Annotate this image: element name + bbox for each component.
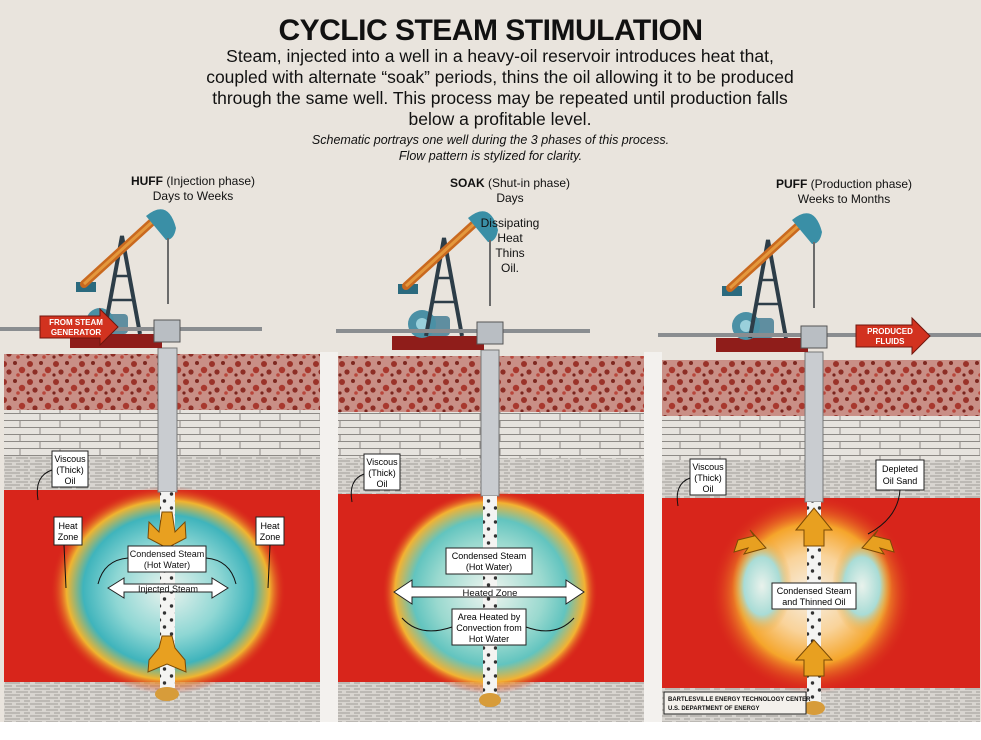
flow-arrow-up-bottom (794, 639, 834, 677)
viscous-leader (676, 477, 691, 507)
outlet-label-line2: FLUIDS (876, 337, 906, 346)
viscous-leader (350, 473, 365, 503)
heat-zone-right-leader (267, 544, 271, 589)
huff-phase-name: HUFF (130, 174, 163, 188)
depleted-line2: Oil Sand (883, 476, 918, 486)
schematic-note-line1: Schematic portrays one well during the 3… (311, 133, 670, 147)
huff-phase-header: HUFF (Injection phase) Days to Weeks (118, 174, 268, 204)
injected-steam-label: Injected Steam (138, 584, 198, 594)
condensed-line1: Condensed Steam (452, 551, 527, 561)
convection-leaders (401, 617, 575, 632)
condensed-line2: (Hot Water) (466, 562, 512, 572)
depleted-leader (867, 489, 901, 535)
heat-zone-left-leader (63, 544, 67, 589)
puff-phase-desc: (Production phase) (810, 177, 913, 191)
condensed-line1: Condensed Steam (777, 586, 852, 596)
condensed-steam-box (445, 547, 533, 575)
heat-zone-box-left (53, 516, 83, 546)
credit-line1: BARTLESVILLE ENERGY TECHNOLOGY CENTER (668, 697, 811, 703)
flow-arrow-up-top (794, 507, 834, 547)
viscous-leader (36, 469, 53, 501)
convection-line1: Area Heated by (458, 612, 521, 622)
viscous-line2: (Thick) (56, 465, 84, 475)
viscous-line2: (Thick) (368, 468, 396, 478)
well-bottom (803, 701, 825, 715)
wellhead (476, 321, 504, 345)
condensed-steam-box (127, 545, 207, 573)
soak-phase-header: SOAK (Shut-in phase) Days Dissipating He… (430, 176, 590, 276)
panel-divider-left (320, 352, 338, 722)
panel-divider-right (644, 352, 662, 722)
well-bottom (479, 693, 501, 707)
viscous-line3: Oil (377, 479, 388, 489)
well-casing (157, 347, 178, 493)
wellhead (153, 319, 181, 343)
viscous-line3: Oil (703, 484, 714, 494)
intro-paragraph: Steam, injected into a well in a heavy-o… (206, 46, 794, 129)
bottom-margin (0, 722, 981, 740)
condensed-line2: and Thinned Oil (782, 597, 845, 607)
dissipating-line4: Oil. (501, 261, 519, 275)
heat-zone-left-line2: Zone (58, 532, 79, 542)
huff-phase-desc: (Injection phase) (166, 174, 256, 188)
well-casing (480, 349, 500, 497)
schematic-note-line2: Flow pattern is stylized for clarity. (398, 149, 583, 163)
inlet-label-line2: GENERATOR (51, 328, 102, 337)
credit-box (663, 691, 807, 715)
dissipating-line3: Thins (495, 246, 525, 260)
well-bottom (155, 687, 179, 701)
condensed-line1: Condensed Steam (130, 549, 205, 559)
viscous-oil-box (689, 458, 727, 496)
soak-phase-duration: Days (496, 191, 524, 205)
well-casing (804, 351, 824, 503)
viscous-oil-box (51, 450, 89, 488)
credit-line2: U.S. DEPARTMENT OF ENERGY (668, 706, 760, 712)
viscous-oil-box (363, 453, 401, 491)
wellhead (800, 325, 828, 349)
steam-arrow-down (147, 635, 187, 673)
steam-inlet-arrow (39, 307, 119, 347)
heat-zone-right-line1: Heat (260, 521, 280, 531)
depleted-lobe-left (732, 538, 792, 634)
depleted-oil-sand-box (875, 459, 925, 491)
convection-line3: Hot Water (469, 634, 509, 644)
soak-phase-name: SOAK (449, 176, 485, 190)
depleted-lobe-right (832, 538, 892, 634)
puff-phase-duration: Weeks to Months (797, 192, 891, 206)
dissipating-line2: Heat (497, 231, 523, 245)
heat-zone-left-line1: Heat (58, 521, 78, 531)
viscous-line3: Oil (65, 476, 76, 486)
panel-huff: FROM STEAM GENERATOR Injected Steam Cond… (0, 209, 320, 722)
panel-soak: Heated Zone Condensed Steam (Hot Water) … (336, 211, 644, 722)
diagram-title: CYCLIC STEAM STIMULATION (278, 14, 703, 47)
heated-zone-label: Heated Zone (463, 588, 518, 599)
dissipating-line1: Dissipating (480, 216, 540, 230)
puff-phase-header: PUFF (Production phase) Weeks to Months (764, 177, 924, 207)
puff-phase-name: PUFF (775, 177, 808, 191)
convection-line2: Convection from (456, 623, 522, 633)
condensed-oil-box (771, 582, 857, 610)
soak-phase-desc: (Shut-in phase) (487, 176, 571, 190)
viscous-line1: Viscous (692, 462, 724, 472)
steam-arrow-up (147, 511, 187, 549)
condensed-leaders (97, 557, 237, 585)
condensed-line2: (Hot Water) (144, 560, 190, 570)
inlet-label-line1: FROM STEAM (49, 318, 103, 327)
outlet-label-line1: PRODUCED (867, 327, 913, 336)
panel-puff: PRODUCED FLUIDS Condensed Steam and Thin… (658, 213, 981, 724)
huff-phase-duration: Days to Weeks (152, 189, 234, 203)
produced-fluids-arrow (855, 316, 931, 356)
inflow-arrow-right (861, 529, 895, 555)
viscous-line1: Viscous (54, 454, 86, 464)
heat-zone-right-line2: Zone (260, 532, 281, 542)
depleted-line1: Depleted (882, 464, 918, 474)
heated-zone-arrow (393, 579, 585, 605)
inflow-arrow-left (733, 529, 767, 555)
viscous-line1: Viscous (366, 457, 398, 467)
injected-steam-arrow (107, 577, 229, 599)
viscous-line2: (Thick) (694, 473, 722, 483)
